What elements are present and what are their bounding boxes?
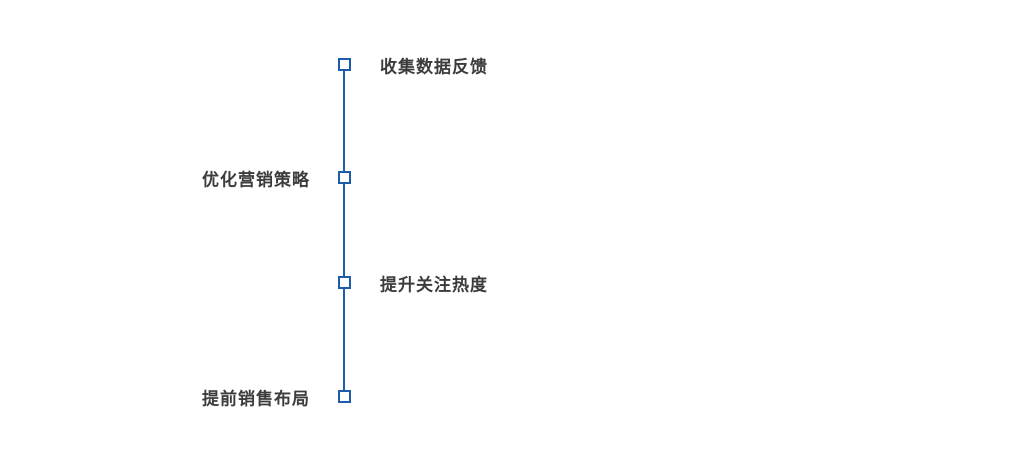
node-label: 提前销售布局 <box>202 389 310 409</box>
timeline-node: 收集数据反馈 <box>0 58 1015 77</box>
timeline-node: 优化营销策略 <box>0 171 1015 190</box>
node-label: 收集数据反馈 <box>380 57 488 77</box>
node-marker-icon <box>338 276 351 289</box>
node-label: 优化营销策略 <box>202 170 310 190</box>
node-marker-icon <box>338 58 351 71</box>
timeline-line <box>343 64 345 396</box>
timeline-node: 提升关注热度 <box>0 276 1015 295</box>
node-marker-icon <box>338 390 351 403</box>
node-marker-icon <box>338 171 351 184</box>
timeline-node: 提前销售布局 <box>0 390 1015 409</box>
node-label: 提升关注热度 <box>380 275 488 295</box>
